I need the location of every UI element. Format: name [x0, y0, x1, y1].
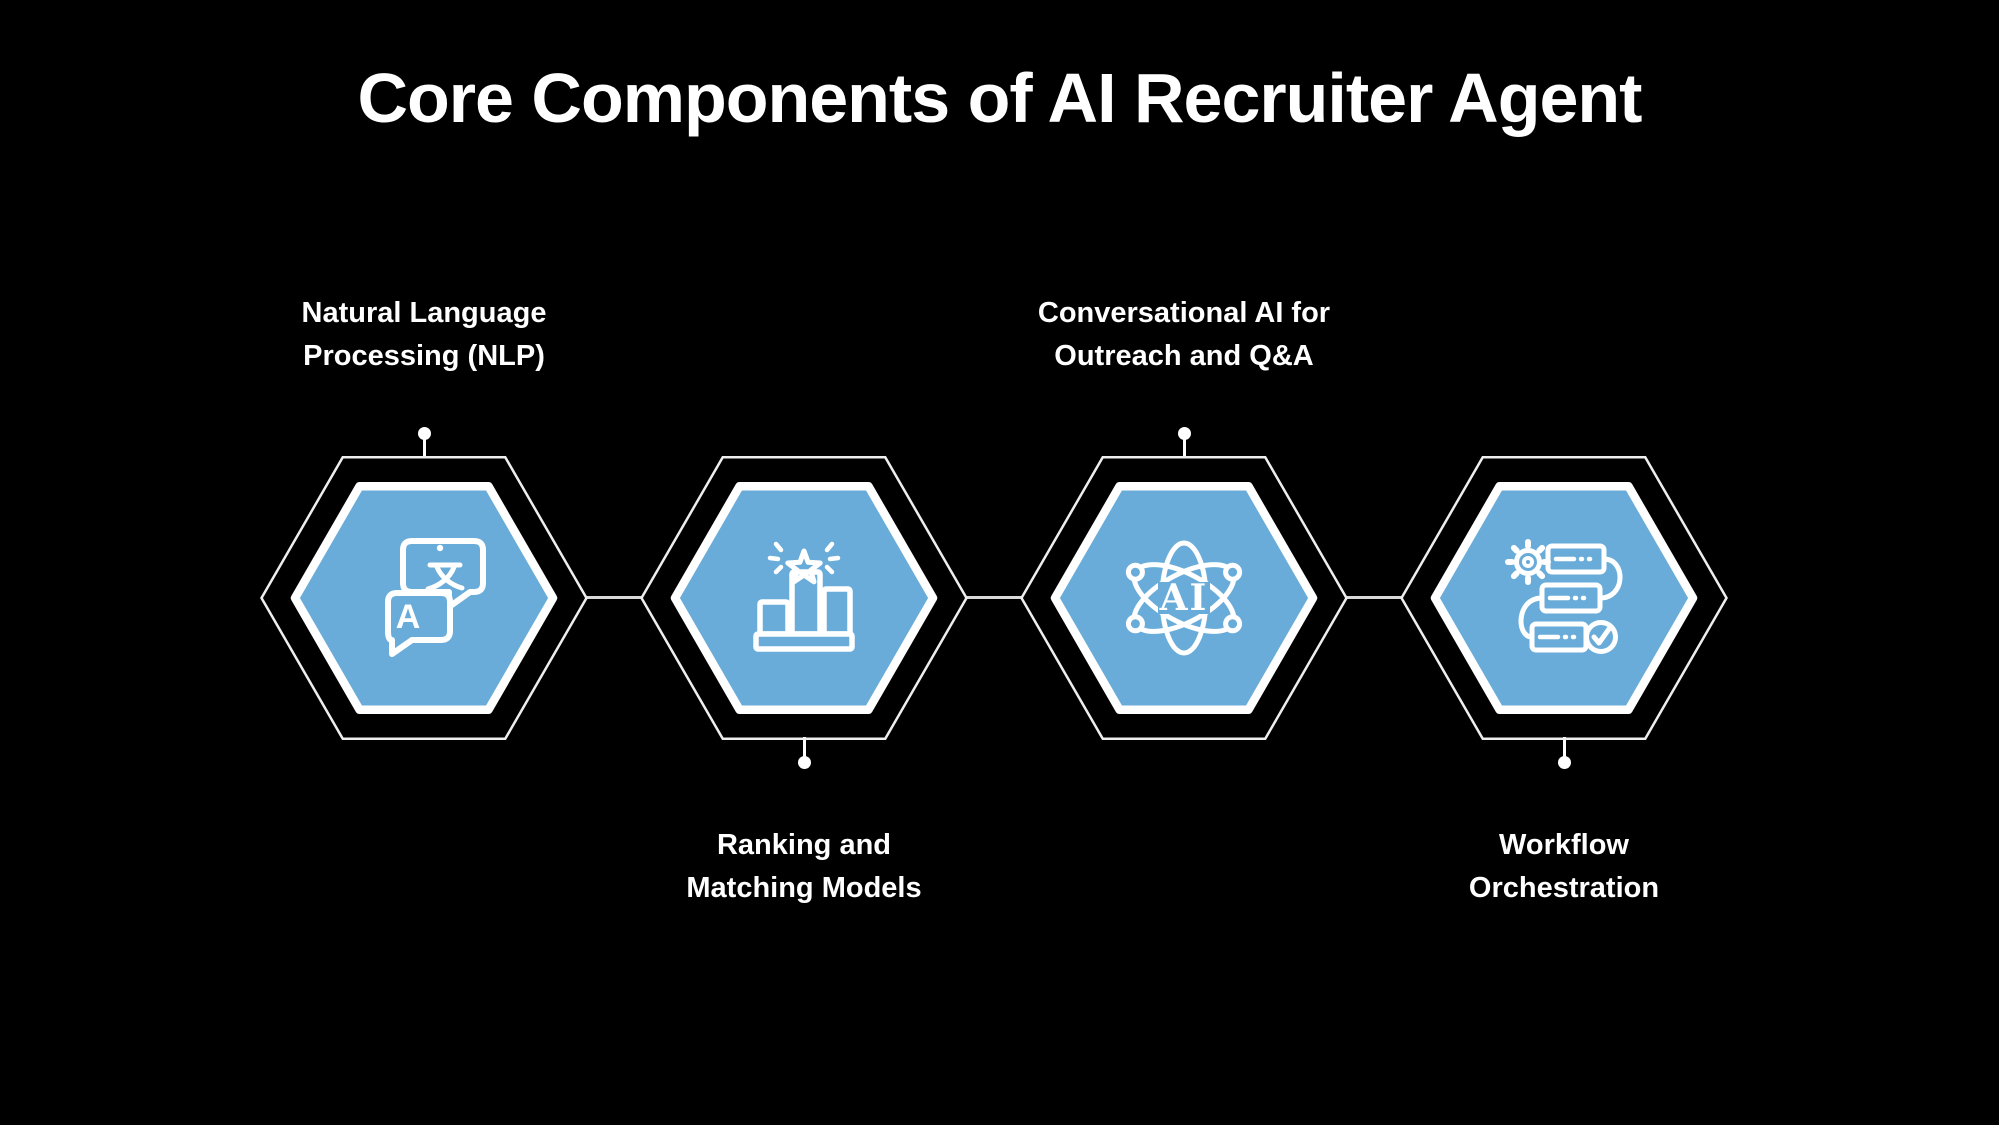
label-line: Workflow [1499, 829, 1629, 861]
component-hexagon-ranking [640, 456, 968, 740]
leader-dot [1557, 755, 1571, 769]
component-label-conversational: Conversational AI for Outreach and Q&A [944, 292, 1424, 378]
connector-line [967, 596, 1022, 599]
flow-curve [1518, 595, 1545, 640]
workflow-icon [1505, 539, 1623, 654]
component-label-ranking: Ranking and Matching Models [564, 824, 1044, 910]
label-line: Outreach and Q&A [1054, 340, 1314, 372]
electron [1223, 562, 1243, 582]
leader-dot [1177, 426, 1191, 440]
outer-hexagon-outline [1400, 456, 1728, 740]
electron [1223, 614, 1243, 634]
outer-hexagon-outline [260, 456, 588, 740]
outer-hexagon-outline [640, 456, 968, 740]
connector-line [587, 596, 642, 599]
label-line: Matching Models [686, 872, 922, 904]
podium-base [753, 631, 855, 652]
component-label-workflow: Workflow Orchestration [1324, 824, 1804, 910]
checkmark-icon [1591, 626, 1612, 646]
letter-a: A [396, 598, 421, 636]
label-line: Ranking and [716, 829, 891, 861]
label-line: Processing (NLP) [303, 340, 545, 372]
sparkle-rays [767, 541, 841, 575]
ranking-podium-icon [753, 541, 855, 652]
leader-dot [417, 426, 431, 440]
leader-dot [797, 755, 811, 769]
component-hexagon-workflow [1400, 456, 1728, 740]
leader-stem [1182, 437, 1186, 458]
component-label-nlp: Natural Language Processing (NLP) [184, 292, 664, 378]
ai-atom-icon: AI [1125, 540, 1243, 656]
glyph-dot [436, 544, 444, 552]
flow-curve [1597, 556, 1623, 601]
leader-stem [422, 437, 426, 458]
translation-icon: A [385, 538, 486, 657]
label-line: Conversational AI for [1037, 297, 1331, 329]
gear-icon [1505, 539, 1551, 585]
star [785, 548, 823, 585]
ai-label: AI [1159, 577, 1209, 619]
component-hexagon-nlp: A [260, 456, 588, 740]
speech-bubble-bottom [385, 590, 453, 657]
glyph-stroke [425, 564, 457, 592]
outer-hexagon-outline [1020, 456, 1348, 740]
page-title: Core Components of AI Recruiter Agent [357, 59, 1642, 137]
label-backplate [1158, 582, 1210, 614]
leader-stem [802, 737, 806, 758]
component-hexagon-conversational: AI [1020, 456, 1348, 740]
connector-line [1347, 596, 1402, 599]
electron [1125, 562, 1145, 582]
inner-hexagon [670, 482, 938, 714]
leader-stem [1562, 737, 1566, 758]
label-line: Orchestration [1468, 872, 1660, 904]
label-line: Natural Language [301, 297, 547, 329]
electron [1125, 614, 1145, 634]
